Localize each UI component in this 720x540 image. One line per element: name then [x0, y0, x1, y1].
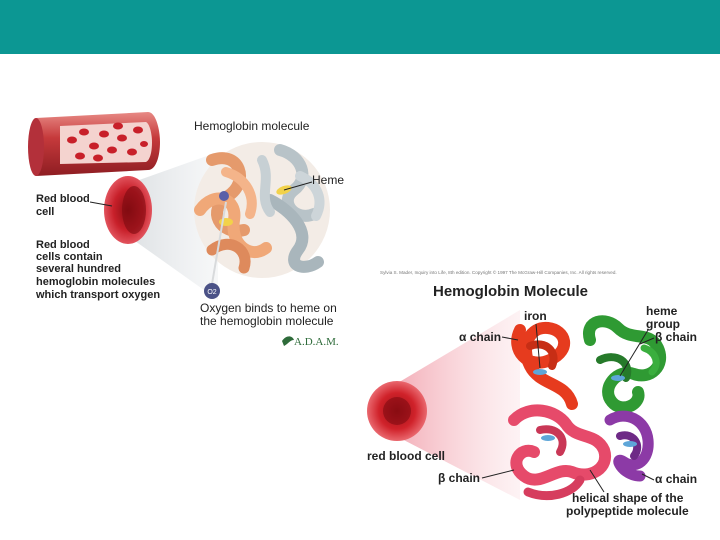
blood-vessel	[28, 112, 160, 176]
magnify-beam-right	[396, 310, 520, 500]
left-title: Hemoglobin molecule	[194, 119, 310, 133]
beta-chain-bottom	[508, 404, 612, 500]
adam-logo: A.D.A.M.	[282, 336, 339, 348]
beta-chain-right-label: β chain	[655, 330, 697, 344]
oxygen-molecule: O2	[204, 283, 220, 299]
iron-label: iron	[524, 309, 547, 323]
helical-shape-label: helical shape of the polypeptide molecul…	[566, 491, 689, 518]
beta-chain-bottom-label: β chain	[438, 471, 480, 485]
alpha-chain-top	[511, 321, 578, 410]
heme-label: Heme	[312, 173, 344, 187]
svg-text:A.D.A.M.: A.D.A.M.	[294, 336, 339, 348]
red-blood-cell-label: red blood cell	[367, 449, 445, 463]
red-blood-cell-left	[104, 176, 152, 244]
oxygen-caption: Oxygen binds to heme on the hemoglobin m…	[200, 301, 340, 328]
magnify-beam	[128, 152, 218, 300]
rbc-label: Red blood cell	[36, 193, 93, 218]
alpha-chain-bottom-label: α chain	[655, 472, 697, 486]
hemoglobin-molecule-left	[194, 142, 330, 290]
alpha-chain-bottom	[604, 410, 654, 482]
rbc-description: Red blood cells contain several hundred …	[35, 239, 160, 301]
right-title: Hemoglobin Molecule	[433, 283, 588, 300]
top-banner	[0, 0, 720, 54]
beta-chain-top	[583, 315, 666, 414]
copyright-line: Sylvia S. Mader, Inquiry into Life, 8th …	[380, 269, 617, 275]
left-diagram: Hemoglobin molecule Heme Red blood cell …	[28, 112, 344, 348]
o2-symbol: O2	[207, 289, 216, 296]
alpha-chain-left-label: α chain	[459, 330, 501, 344]
heme-group-label: heme group	[646, 304, 681, 331]
red-blood-cell-right	[367, 381, 427, 441]
hemoglobin-tetramer	[508, 315, 666, 500]
right-diagram: Sylvia S. Mader, Inquiry into Life, 8th …	[367, 269, 697, 518]
